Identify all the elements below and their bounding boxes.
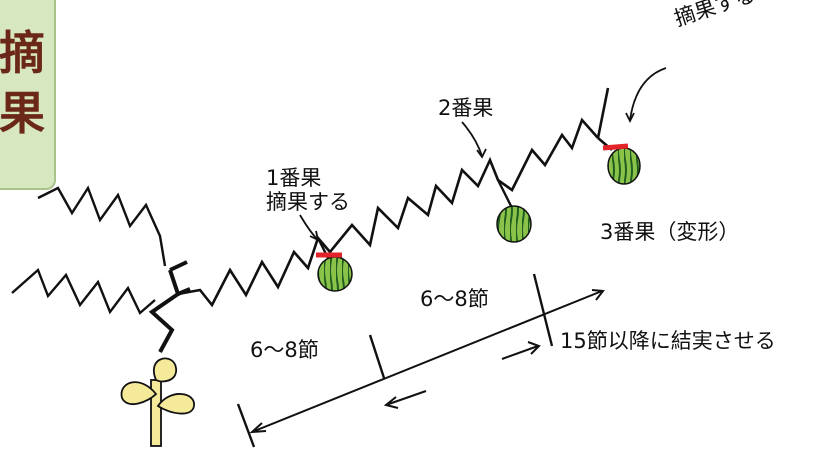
measure-arrow-left bbox=[249, 422, 267, 434]
arrow-first-fruit bbox=[299, 214, 319, 241]
melon-first-fruit bbox=[317, 256, 353, 292]
label-third-fruit: 3番果（変形） bbox=[600, 220, 740, 244]
title-char-1: 摘 bbox=[0, 26, 45, 80]
cut-mark-third bbox=[602, 143, 629, 151]
label-first-fruit: 1番果 bbox=[266, 166, 322, 190]
label-second-fruit: 2番果 bbox=[438, 96, 494, 120]
melon-third-fruit bbox=[607, 147, 641, 185]
main-stem bbox=[148, 269, 181, 353]
arrow-second-fruit bbox=[461, 121, 483, 157]
arrow-third-remove bbox=[629, 67, 667, 121]
measure-tick-start bbox=[236, 403, 256, 448]
direction-arrow-back bbox=[385, 390, 427, 406]
melon-second-fruit bbox=[496, 205, 532, 243]
title-char-2: 果 bbox=[0, 86, 45, 140]
measure-tick-15 bbox=[532, 273, 554, 347]
title-panel: 摘 果 bbox=[0, 0, 56, 190]
main-vine bbox=[177, 117, 599, 308]
direction-arrow-forward bbox=[501, 345, 539, 360]
label-nodes-lower: 6～8節 bbox=[250, 338, 319, 362]
peduncle-2 bbox=[496, 179, 514, 209]
stem-node-tick bbox=[169, 260, 188, 272]
side-branch-lower bbox=[11, 267, 156, 315]
seedling bbox=[120, 357, 195, 447]
measure-arrow-right bbox=[591, 289, 605, 301]
side-branch-upper bbox=[37, 185, 167, 267]
vine-tip bbox=[596, 87, 610, 139]
label-first-remove: 摘果する bbox=[266, 190, 350, 214]
measure-tick-mid bbox=[368, 334, 386, 379]
label-nodes-upper: 6～8節 bbox=[420, 287, 489, 311]
label-after-15-nodes: 15節以降に結実させる bbox=[560, 329, 776, 353]
